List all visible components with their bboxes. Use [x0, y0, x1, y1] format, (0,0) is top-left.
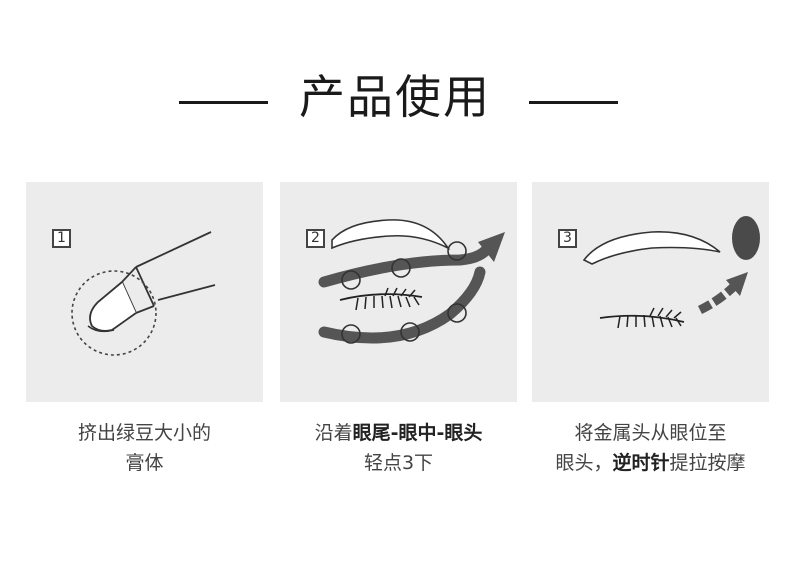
step-2-caption-bold: 眼尾-眼中-眼头 [352, 422, 483, 444]
step-3-caption-line1: 将金属头从眼位至 [574, 422, 727, 444]
applicator-tip-icon [71, 231, 216, 356]
step-3-caption-line2: 眼头，逆时针提拉按摩 [532, 448, 769, 478]
title-left-line [179, 101, 268, 104]
step-1-caption-line2: 膏体 [125, 452, 164, 474]
step-2-caption: 沿着眼尾-眼中-眼头 轻点3下 [280, 418, 517, 478]
eye-dot-points-icon [318, 219, 505, 344]
step-3-panel: 3 [532, 182, 769, 402]
step-1-caption: 挤出绿豆大小的 膏体 [26, 418, 263, 478]
title-right-line [529, 101, 618, 104]
step-2-caption-line1: 沿着眼尾-眼中-眼头 [280, 418, 517, 448]
step-number-2: 2 [306, 229, 325, 248]
step-2-panel: 2 [280, 182, 517, 402]
step-3-caption-suffix: 提拉按摩 [669, 452, 746, 474]
eye-massage-icon [582, 216, 760, 329]
step-2-caption-prefix: 沿着 [314, 422, 353, 444]
step-3-caption: 将金属头从眼位至 眼头，逆时针提拉按摩 [532, 418, 769, 478]
step-number-3: 3 [558, 229, 577, 248]
step-1-caption-line1: 挤出绿豆大小的 [77, 422, 211, 444]
step-3-caption-bold: 逆时针 [612, 452, 670, 474]
step-number-1: 1 [52, 229, 71, 248]
step-2-caption-line2: 轻点3下 [363, 452, 434, 474]
page-title: 产品使用 [299, 70, 491, 124]
step-1-panel: 1 [26, 182, 263, 402]
step-3-caption-prefix: 眼头， [555, 452, 613, 474]
